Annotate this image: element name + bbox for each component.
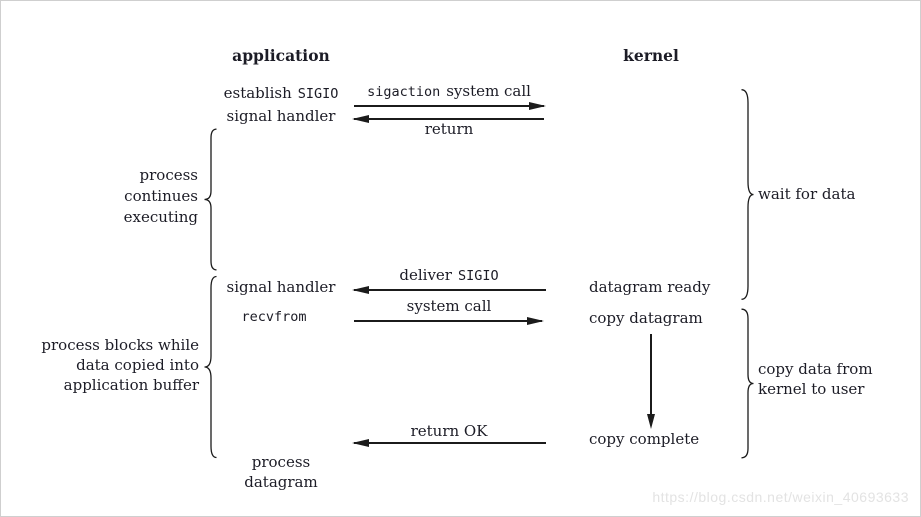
return-ok-arrow <box>354 442 546 444</box>
application-column-header: application <box>232 46 330 65</box>
process-continues-label: process continues executing <box>56 165 198 228</box>
datagram-ready-label: datagram ready <box>589 278 711 296</box>
signal-handler-label: signal handler <box>226 278 336 296</box>
recvfrom-label: recvfrom <box>241 309 307 325</box>
copy-progress-arrow <box>650 334 652 415</box>
establish-sigio-line: establish SIGIO <box>191 82 371 105</box>
copy-complete-label: copy complete <box>589 430 700 448</box>
right-curly-brace-icon <box>740 88 755 301</box>
return-label: return <box>424 120 474 138</box>
copy-data-line1: copy data from <box>758 360 873 378</box>
sigaction-arrow <box>354 105 544 107</box>
return-ok-label: return OK <box>410 422 488 440</box>
signal-handler-line: signal handler <box>226 107 336 125</box>
sigaction-system-call-label: sigaction system call <box>344 82 554 100</box>
process-blocks-line1: process blocks while <box>41 336 199 354</box>
establish-sigio-handler-label: establish SIGIO signal handler <box>191 82 371 127</box>
process-datagram-label: process datagram <box>206 452 356 492</box>
deliver-text: deliver <box>399 266 452 284</box>
sigio-code-text: SIGIO <box>297 86 339 102</box>
system-call-arrow <box>354 320 542 322</box>
process-continues-line2: continues <box>124 187 198 205</box>
copy-data-label: copy data from kernel to user <box>758 359 873 399</box>
deliver-sigio-arrow <box>354 289 546 291</box>
kernel-column-header: kernel <box>623 46 679 65</box>
process-datagram-line2: datagram <box>244 473 318 491</box>
process-blocks-label: process blocks while data copied into ap… <box>37 335 199 395</box>
copy-data-brace <box>740 308 755 459</box>
copy-datagram-label: copy datagram <box>589 309 703 327</box>
deliver-sigio-code-text: SIGIO <box>457 268 499 284</box>
right-curly-brace-icon <box>740 308 755 459</box>
left-curly-brace-icon <box>203 275 218 459</box>
process-blocks-line3: application buffer <box>63 376 199 394</box>
process-blocks-line2: data copied into <box>76 356 199 374</box>
process-continues-line1: process <box>139 166 198 184</box>
deliver-sigio-label: deliver SIGIO <box>344 266 554 284</box>
sigaction-code-text: sigaction <box>367 84 441 100</box>
return-arrow <box>354 118 544 120</box>
process-datagram-line1: process <box>251 453 311 471</box>
process-continues-brace <box>203 128 218 271</box>
csdn-watermark: https://blog.csdn.net/weixin_40693633 <box>652 489 909 505</box>
copy-data-line2: kernel to user <box>758 380 865 398</box>
process-blocks-brace <box>203 275 218 459</box>
process-continues-line3: executing <box>123 208 198 226</box>
wait-for-data-brace <box>740 88 755 301</box>
wait-for-data-label: wait for data <box>758 185 856 203</box>
system-call-text: system call <box>446 82 531 100</box>
system-call-label: system call <box>406 297 492 315</box>
left-curly-brace-icon <box>203 128 218 271</box>
establish-text: establish <box>223 84 292 102</box>
